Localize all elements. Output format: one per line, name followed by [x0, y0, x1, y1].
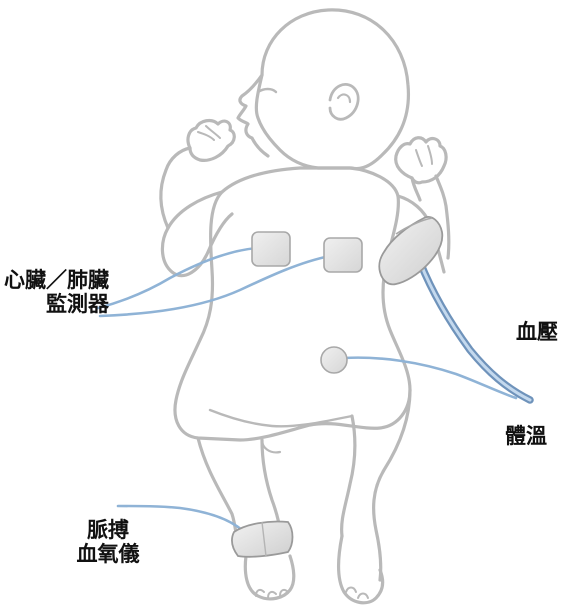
pulse-oximeter-wrap: [231, 520, 294, 558]
baby-left-hand: [186, 118, 236, 162]
heart-lung-label-line2: 監測器: [46, 292, 109, 316]
heart-monitor-pad-right: [323, 237, 363, 273]
baby-left-arm: [160, 190, 234, 278]
baby-eye: [256, 87, 278, 94]
baby-ear: [328, 83, 360, 121]
baby-face-outline: [236, 73, 270, 158]
baby-right-leg-outer: [372, 388, 412, 582]
baby-left-foot: [243, 554, 296, 601]
body-temperature-label: 體溫: [505, 424, 547, 448]
pulse-oximeter-label-line1: 脈搏: [87, 518, 129, 542]
body-temperature-label-text: 體溫: [505, 424, 547, 448]
baby-diaper-line: [208, 408, 354, 428]
blood-pressure-tube: [416, 258, 534, 404]
heart-monitor-cable-1: [96, 246, 260, 310]
baby-right-leg: [340, 414, 357, 538]
pulse-oximeter-label: 脈搏 血氧儀: [62, 518, 154, 566]
baby-left-forearm: [159, 146, 192, 230]
temperature-probe: [320, 346, 348, 374]
baby-right-foot: [336, 534, 385, 605]
baby-right-hand: [394, 136, 448, 185]
baby-right-wrist: [410, 174, 451, 260]
pulse-oximeter-label-line2: 血氧儀: [76, 542, 140, 566]
blood-pressure-cuff: [378, 216, 444, 286]
heart-monitor-pad-left: [251, 231, 291, 267]
baby-head-outline: [254, 8, 411, 171]
heart-lung-label-line1: 心臟／肺臟: [4, 268, 109, 292]
baby-torso-outline: [173, 166, 412, 442]
temperature-cable: [342, 356, 518, 400]
blood-pressure-label: 血壓: [516, 320, 558, 344]
blood-pressure-label-text: 血壓: [516, 320, 558, 344]
heart-monitor-cable-2: [98, 254, 332, 318]
heart-lung-monitor-label: 心臟／肺臟 監測器: [4, 268, 109, 316]
pulse-ox-cable: [116, 504, 244, 532]
